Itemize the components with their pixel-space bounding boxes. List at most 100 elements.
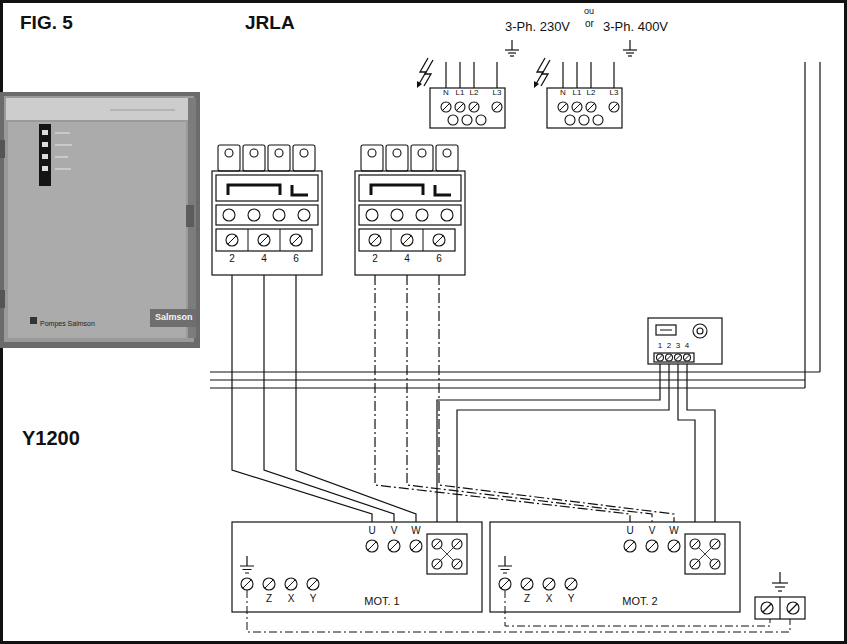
screw-terminal [572, 102, 582, 112]
motor-name: MOT. 2 [622, 596, 657, 607]
screw-slot [712, 541, 719, 548]
cell-divider [423, 229, 424, 251]
screw-terminal [690, 539, 700, 549]
screw-terminal [668, 540, 680, 552]
supply-wires [210, 387, 805, 388]
screw-slot [611, 104, 618, 111]
enclosure-photo [55, 157, 68, 158]
enclosure-photo [55, 133, 70, 134]
screw-slot [265, 580, 273, 588]
screw-terminal [226, 234, 238, 246]
supply-wires [210, 62, 820, 388]
contact-tab [293, 145, 315, 171]
screw-terminal [241, 578, 253, 590]
terminal-label: N [443, 89, 449, 97]
terminal-label: W [411, 526, 420, 536]
terminal-label: L1 [456, 89, 465, 97]
contactor: 246 [355, 145, 465, 275]
earth-symbol [626, 52, 634, 53]
screw-slot [574, 104, 581, 111]
screw-terminal [285, 578, 297, 590]
earth-symbol [505, 49, 519, 50]
supply-voltage: 3-Ph. 230V [505, 20, 570, 33]
thermal-contact-block [427, 534, 467, 574]
earth-symbol [772, 582, 788, 583]
terminal-label: Y [310, 594, 317, 604]
terminal-label: W [669, 526, 678, 536]
terminal-ring [225, 149, 233, 157]
terminal-label: Z [524, 594, 530, 604]
screw-terminal [675, 354, 682, 361]
screw-terminal [258, 234, 270, 246]
terminal-ring [223, 209, 235, 221]
brand-text: Pompes Salmson [40, 320, 95, 327]
supply-wires [590, 62, 591, 88]
enclosure-photo [42, 166, 48, 171]
screw-slot [667, 355, 672, 360]
lightning-bolt [424, 60, 433, 86]
mechanism-band [359, 175, 461, 201]
terminal-label: V [391, 526, 398, 536]
screw-slot [692, 541, 699, 548]
terminal-ring [250, 149, 258, 157]
mechanism-band [216, 175, 318, 201]
screw-terminal [684, 354, 691, 361]
terminal-ring [593, 115, 603, 125]
screw-terminal [307, 578, 319, 590]
screw-row [216, 229, 312, 251]
terminal-label: L2 [470, 89, 479, 97]
enclosure-photo [0, 92, 200, 348]
terminal-label: L2 [587, 89, 596, 97]
screw-slot [403, 236, 411, 244]
earth-terminal [787, 602, 799, 614]
wire [439, 275, 674, 522]
screw-slot [494, 104, 501, 111]
screw-slot [434, 541, 441, 548]
earth-symbol [775, 586, 785, 587]
earth-wire [247, 590, 790, 632]
screw-terminal [586, 102, 596, 112]
screw-terminal [710, 539, 720, 549]
screw-slot [454, 541, 461, 548]
screw-terminal [690, 559, 700, 569]
terminal-label: L3 [610, 89, 619, 97]
terminal-label: Z [266, 594, 272, 604]
screw-slot [648, 542, 656, 550]
screw-terminal [499, 578, 511, 590]
cell-divider [248, 229, 249, 251]
enclosure-photo [110, 110, 175, 111]
screw-terminal [455, 102, 465, 112]
terminal-label: V [649, 526, 656, 536]
mechanism-bar [292, 185, 308, 195]
screw-slot [454, 561, 461, 568]
conjunction: ou [584, 7, 594, 16]
screw-slot [292, 236, 300, 244]
conjunction: or [585, 19, 594, 29]
earth-symbol [505, 40, 788, 591]
supply-wires [576, 62, 577, 88]
contactor: 246 [212, 145, 322, 275]
terminal-label: X [546, 594, 553, 604]
enclosure-photo [42, 130, 48, 135]
cell-divider [280, 229, 281, 251]
screw-slot [371, 236, 379, 244]
terminal-number: 4 [685, 342, 689, 350]
enclosure-photo [55, 169, 71, 170]
screw-terminal [410, 540, 422, 552]
screw-terminal [433, 234, 445, 246]
screw-slot [309, 580, 317, 588]
enclosure-photo [0, 290, 5, 308]
screw-slot [658, 355, 663, 360]
contact-tab [436, 145, 458, 171]
thermal-contact-block [685, 534, 725, 574]
lightning-head [417, 81, 422, 88]
terminal-label: Y [568, 594, 575, 604]
screw-slot [228, 236, 236, 244]
thermal-relay: 1234 [648, 318, 722, 364]
screw-terminal [290, 234, 302, 246]
